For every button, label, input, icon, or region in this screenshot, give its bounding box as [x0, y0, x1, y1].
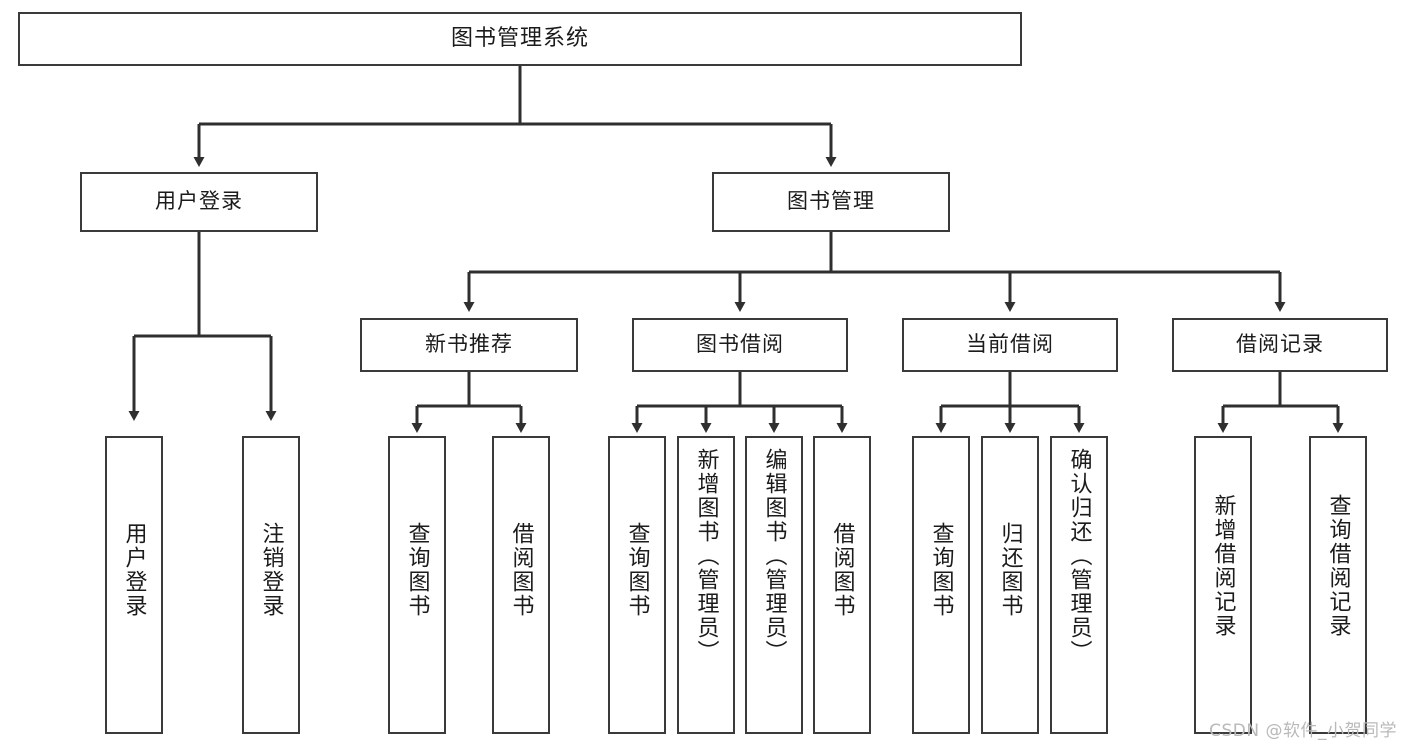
leaf-label: 查询图书	[404, 522, 430, 618]
leaf-label: 新增借阅记录	[1210, 494, 1236, 638]
leaf-label: 归还图书	[997, 522, 1023, 618]
leaf-current-borrow-return-book[interactable]: 归还图书	[981, 436, 1039, 734]
node-current-borrow[interactable]: 当前借阅	[902, 318, 1118, 372]
node-book-borrow-label: 图书借阅	[696, 332, 784, 357]
leaf-label: 借阅图书	[829, 522, 855, 618]
node-borrow-record-label: 借阅记录	[1236, 332, 1324, 357]
node-user-login[interactable]: 用户登录	[80, 172, 318, 232]
leaf-book-borrow-edit-book-admin[interactable]: 编辑图书（管理员）	[745, 436, 803, 734]
leaf-borrow-record-query-record[interactable]: 查询借阅记录	[1309, 436, 1367, 734]
node-borrow-record[interactable]: 借阅记录	[1172, 318, 1388, 372]
leaf-label: 查询图书	[928, 522, 954, 618]
node-book-borrow[interactable]: 图书借阅	[632, 318, 848, 372]
leaf-new-book-borrow-book[interactable]: 借阅图书	[492, 436, 550, 734]
leaf-new-book-query-book[interactable]: 查询图书	[388, 436, 446, 734]
leaf-borrow-record-add-record[interactable]: 新增借阅记录	[1194, 436, 1252, 734]
watermark-text: CSDN @软件_小贺同学	[1209, 721, 1397, 741]
leaf-label: 借阅图书	[508, 522, 534, 618]
node-book-management-label: 图书管理	[787, 189, 875, 214]
leaf-current-borrow-confirm-return-admin[interactable]: 确认归还（管理员）	[1050, 436, 1108, 734]
leaf-label: 编辑图书（管理员）	[761, 448, 787, 664]
leaf-user-login-logout[interactable]: 注销登录	[242, 436, 300, 734]
node-new-book-recommend[interactable]: 新书推荐	[360, 318, 578, 372]
leaf-book-borrow-query-book[interactable]: 查询图书	[608, 436, 666, 734]
node-new-book-recommend-label: 新书推荐	[425, 332, 513, 357]
leaf-label: 新增图书（管理员）	[693, 448, 719, 664]
leaf-book-borrow-borrow-book[interactable]: 借阅图书	[813, 436, 871, 734]
leaf-user-login-login[interactable]: 用户登录	[105, 436, 163, 734]
leaf-label: 用户登录	[121, 522, 147, 618]
leaf-label: 确认归还（管理员）	[1066, 448, 1092, 664]
leaf-label: 查询图书	[624, 522, 650, 618]
node-root[interactable]: 图书管理系统	[18, 12, 1022, 66]
node-root-label: 图书管理系统	[450, 25, 589, 51]
leaf-label: 注销登录	[258, 522, 284, 618]
leaf-current-borrow-query-book[interactable]: 查询图书	[912, 436, 970, 734]
node-current-borrow-label: 当前借阅	[966, 332, 1054, 357]
node-user-login-label: 用户登录	[155, 189, 243, 214]
leaf-book-borrow-add-book-admin[interactable]: 新增图书（管理员）	[677, 436, 735, 734]
node-book-management[interactable]: 图书管理	[712, 172, 950, 232]
leaf-label: 查询借阅记录	[1325, 494, 1351, 638]
